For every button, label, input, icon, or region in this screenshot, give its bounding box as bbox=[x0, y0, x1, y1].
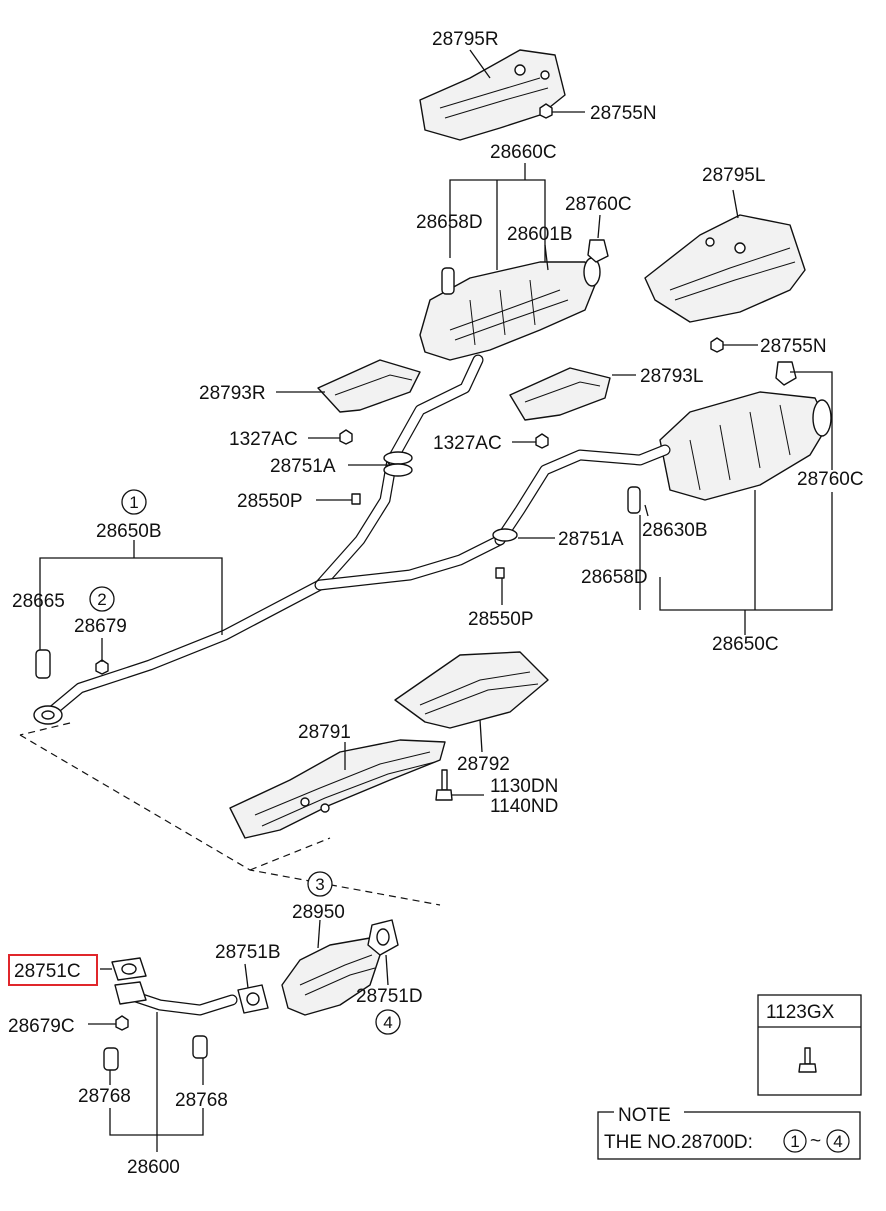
label-28600[interactable]: 28600 bbox=[127, 1157, 180, 1178]
label-28793L[interactable]: 28793L bbox=[640, 366, 703, 387]
gasket-28751A-mid[interactable] bbox=[492, 528, 518, 542]
highlight-28751C bbox=[8, 954, 98, 986]
label-28658D-top[interactable]: 28658D bbox=[416, 212, 483, 233]
nut-28679[interactable] bbox=[95, 659, 109, 675]
bolt-1130DN-1140ND[interactable] bbox=[435, 769, 453, 801]
label-28755N-right[interactable]: 28755N bbox=[760, 336, 827, 357]
heat-shield-28792[interactable] bbox=[394, 651, 549, 729]
heat-shield-28795L[interactable] bbox=[644, 214, 806, 323]
label-1327AC-left[interactable]: 1327AC bbox=[229, 429, 298, 450]
leader-lines bbox=[39, 49, 833, 1152]
svg-text:1: 1 bbox=[129, 493, 138, 512]
heat-shield-28793R[interactable] bbox=[317, 359, 421, 413]
circled-number-4: 4 bbox=[375, 1009, 401, 1035]
note-range-sep: ~ bbox=[810, 1131, 821, 1152]
label-28601B[interactable]: 28601B bbox=[507, 224, 573, 245]
heat-shield-28793L[interactable] bbox=[509, 367, 611, 421]
nut-28679C[interactable] bbox=[115, 1015, 129, 1031]
label-28679[interactable]: 28679 bbox=[74, 616, 127, 637]
main-pipe-28650B[interactable] bbox=[44, 354, 506, 719]
heat-shield-28791[interactable] bbox=[229, 739, 446, 839]
hanger-28760C-right[interactable] bbox=[775, 361, 797, 386]
legend-box-1123GX: 1123GX bbox=[757, 994, 862, 1096]
note-text: THE NO.28700D: bbox=[604, 1132, 753, 1153]
svg-text:3: 3 bbox=[315, 875, 324, 894]
screw-icon bbox=[798, 1047, 817, 1073]
label-1327AC-mid[interactable]: 1327AC bbox=[433, 433, 502, 454]
nut-28755N-right[interactable] bbox=[710, 337, 724, 353]
label-28760C-top[interactable]: 28760C bbox=[565, 194, 632, 215]
circled-number-3: 3 bbox=[307, 871, 333, 897]
note-box: NOTE THE NO.28700D: 1 ~ 4 bbox=[597, 1103, 861, 1160]
label-1130DN[interactable]: 1130DN bbox=[490, 776, 558, 797]
label-1140ND[interactable]: 1140ND bbox=[490, 796, 558, 817]
label-28751A-mid[interactable]: 28751A bbox=[558, 529, 624, 550]
circled-number-2: 2 bbox=[89, 586, 115, 612]
label-28795R[interactable]: 28795R bbox=[432, 29, 499, 50]
hanger-28760C-top[interactable] bbox=[587, 239, 609, 263]
label-28658D-right[interactable]: 28658D bbox=[581, 567, 648, 588]
label-28751D[interactable]: 28751D bbox=[356, 986, 423, 1007]
part-labels: 28795R 28755N 28660C 28658D 28601B 28760… bbox=[8, 29, 864, 1178]
svg-text:4: 4 bbox=[383, 1013, 392, 1032]
label-28793R[interactable]: 28793R bbox=[199, 383, 266, 404]
label-28795L[interactable]: 28795L bbox=[702, 165, 765, 186]
gasket-28751D[interactable] bbox=[367, 919, 399, 956]
label-28792[interactable]: 28792 bbox=[457, 754, 510, 775]
label-28950[interactable]: 28950 bbox=[292, 902, 345, 923]
label-28650C[interactable]: 28650C bbox=[712, 634, 779, 655]
nut-1327AC-left[interactable] bbox=[339, 429, 353, 445]
label-28751B[interactable]: 28751B bbox=[215, 942, 281, 963]
front-flange[interactable] bbox=[33, 705, 63, 725]
label-28760C-right[interactable]: 28760C bbox=[797, 469, 864, 490]
label-28550P-left[interactable]: 28550P bbox=[237, 491, 303, 512]
label-28755N-top[interactable]: 28755N bbox=[590, 103, 657, 124]
label-28768-right[interactable]: 28768 bbox=[175, 1090, 228, 1111]
legend-code: 1123GX bbox=[766, 1002, 835, 1023]
label-28751A-left[interactable]: 28751A bbox=[270, 456, 336, 477]
nut-1327AC-mid[interactable] bbox=[535, 433, 549, 449]
note-title: NOTE bbox=[618, 1105, 671, 1126]
label-28550P-mid[interactable]: 28550P bbox=[468, 609, 534, 630]
front-pipe-28600[interactable] bbox=[114, 981, 238, 1016]
label-28679C[interactable]: 28679C bbox=[8, 1016, 75, 1037]
heat-shield-28795R[interactable] bbox=[419, 49, 566, 141]
circled-numbers: 1 2 3 4 bbox=[89, 489, 401, 1035]
note-range-start: 1 bbox=[790, 1132, 799, 1151]
nut-28755N-top[interactable] bbox=[539, 103, 553, 119]
label-28791[interactable]: 28791 bbox=[298, 722, 351, 743]
main-pipe-28650C[interactable] bbox=[494, 444, 671, 546]
hanger-28658D-right[interactable] bbox=[627, 486, 641, 514]
catalytic-converter-28950[interactable] bbox=[281, 937, 381, 1016]
label-28660C[interactable]: 28660C bbox=[490, 142, 557, 163]
gasket-28751B[interactable] bbox=[237, 984, 269, 1014]
assembly-dashed-lines bbox=[19, 722, 441, 906]
hanger-28665[interactable] bbox=[35, 649, 51, 679]
hanger-28768-right[interactable] bbox=[192, 1035, 208, 1059]
label-28650B[interactable]: 28650B bbox=[96, 521, 162, 542]
label-28768-left[interactable]: 28768 bbox=[78, 1086, 131, 1107]
hanger-28658D-top[interactable] bbox=[441, 267, 455, 295]
svg-text:2: 2 bbox=[97, 590, 106, 609]
label-28630B[interactable]: 28630B bbox=[642, 520, 708, 541]
label-28665[interactable]: 28665 bbox=[12, 591, 65, 612]
rear-muffler-28630B[interactable] bbox=[659, 391, 832, 501]
gasket-28751A-left[interactable] bbox=[383, 451, 413, 477]
center-muffler-28601B[interactable] bbox=[419, 257, 601, 361]
bolt-28550P-mid[interactable] bbox=[495, 567, 505, 579]
label-28751C[interactable]: 28751C bbox=[14, 961, 81, 982]
circled-number-1: 1 bbox=[121, 489, 147, 515]
bolt-28550P-left[interactable] bbox=[351, 493, 361, 505]
hanger-28768-left[interactable] bbox=[103, 1047, 119, 1071]
note-range-end: 4 bbox=[833, 1132, 842, 1151]
gasket-28751C[interactable] bbox=[111, 957, 147, 981]
